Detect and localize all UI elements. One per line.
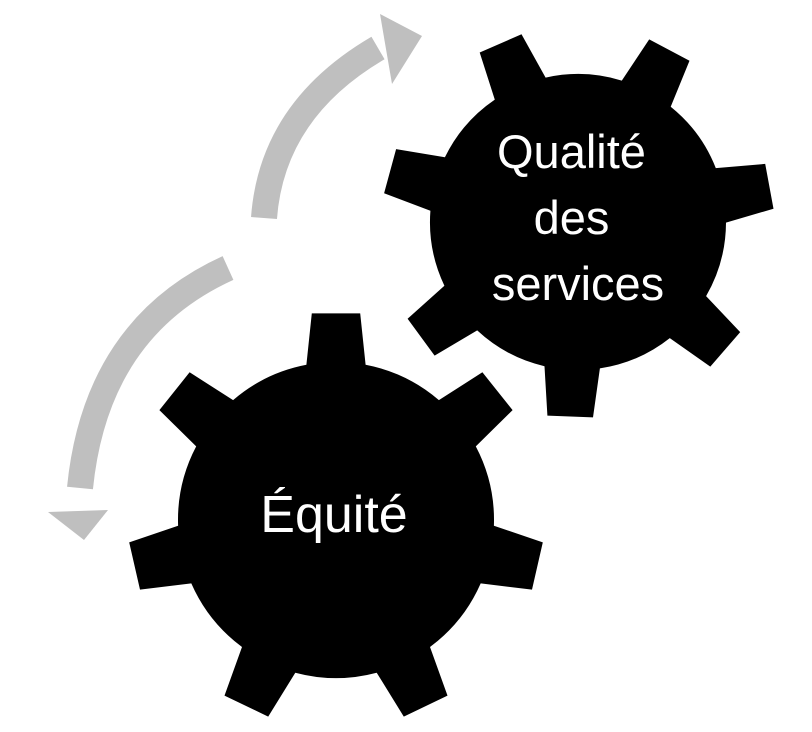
gear-quality: Qualité des services bbox=[384, 34, 774, 418]
gear-quality-label-line-3: services bbox=[492, 257, 664, 310]
gear-quality-label-line-1: Qualité bbox=[497, 125, 646, 178]
gear-equity-label-line-1: Équité bbox=[260, 486, 407, 544]
arrow-to-equity-icon bbox=[48, 256, 234, 540]
arrow-to-quality-icon bbox=[251, 14, 422, 220]
gear-quality-shape bbox=[384, 34, 774, 418]
gear-quality-label: Qualité des services bbox=[492, 125, 664, 310]
gear-equity-label: Équité bbox=[260, 486, 407, 544]
gear-equity: Équité bbox=[129, 313, 543, 717]
gear-quality-label-line-2: des bbox=[534, 191, 610, 244]
gear-equity-shape bbox=[129, 313, 543, 717]
